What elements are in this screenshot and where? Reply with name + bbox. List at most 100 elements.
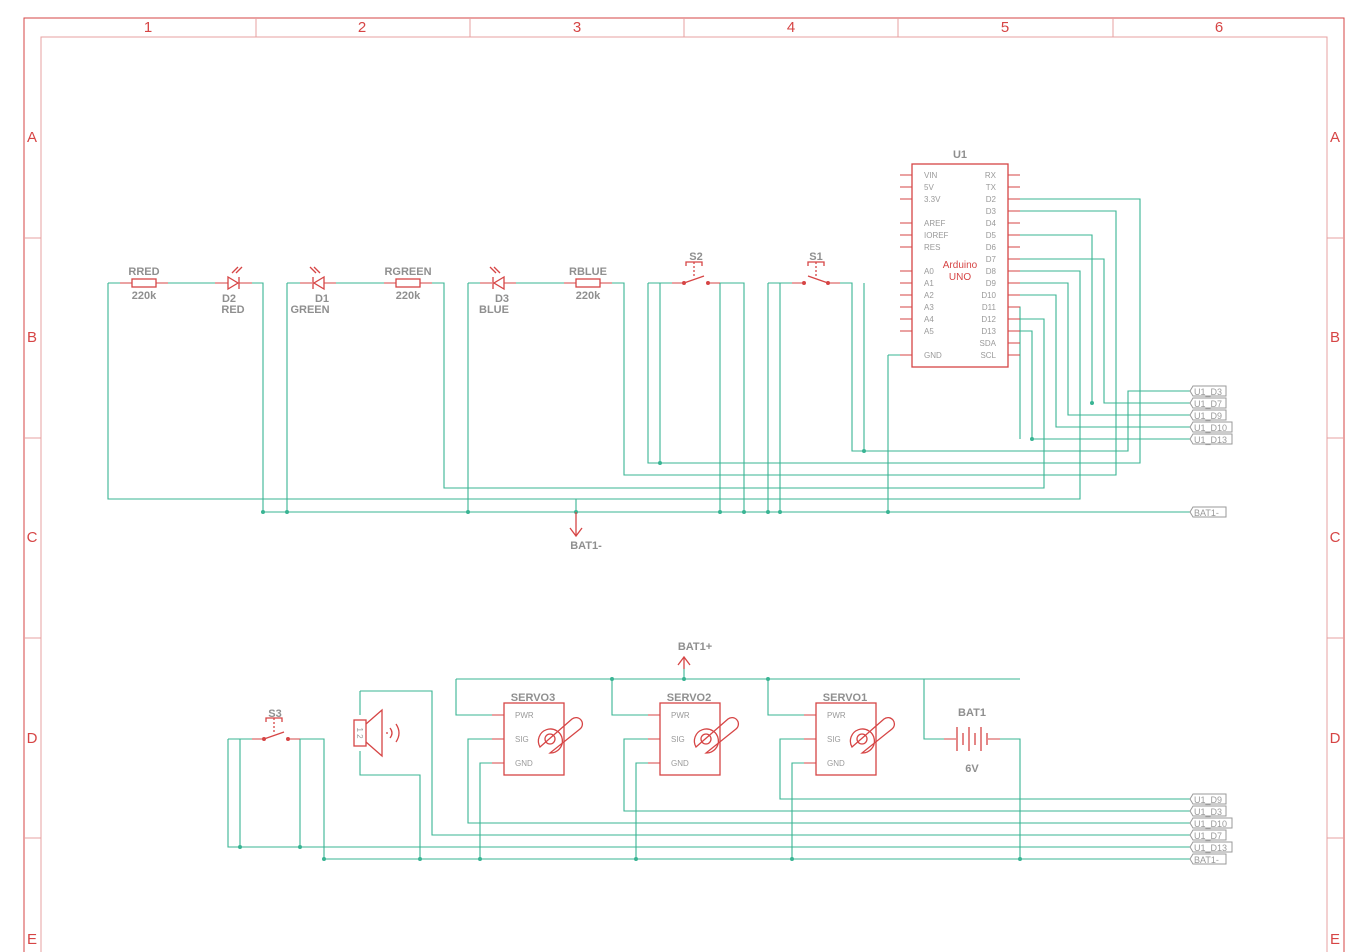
column-marker: 6 [1215,19,1223,36]
net-label: U1_D9 [1194,795,1222,805]
servo-pin-label: GND [671,759,689,768]
column-marker: 4 [787,19,795,36]
servo-name: SERVO2 [667,692,711,704]
arduino-right-pins: RX TX D2 D3 D4 D5 D6 D7 D8 D9 D10 D11 D1… [980,171,1020,360]
pin-label: A3 [924,303,934,312]
pin-label: D12 [981,315,996,324]
arduino-title: Arduino [943,260,978,271]
led-d2: D2 RED [215,266,252,316]
servo-pin-label: PWR [827,711,846,720]
row-marker: C [1330,529,1341,546]
pin-label: SDA [980,339,997,348]
servo-pin-label: GND [515,759,533,768]
pin-label: AREF [924,219,945,228]
resistor-value: 220k [576,290,601,302]
net-label: U1_D13 [1194,843,1227,853]
net-label: U1_D3 [1194,387,1222,397]
net-labels-bottom: U1_D9 U1_D3 U1_D10 U1_D7 U1_D13 BAT1- [1189,793,1233,865]
servo-pin-label: SIG [515,735,529,744]
battery-value: 6V [965,763,979,775]
pin-label: 5V [924,183,934,192]
battery-name: BAT1 [958,707,986,719]
row-marker: C [27,529,38,546]
pin-label: SCL [980,351,996,360]
arduino-uno-u1: U1 Arduino UNO VIN 5V 3.3V AREF IOREF RE… [900,149,1020,368]
column-marker: 2 [358,19,366,36]
top-junctions [261,401,1094,514]
net-label: U1_D13 [1194,435,1227,445]
column-markers: 1 2 3 4 5 6 [144,19,1223,36]
servo-name: SERVO1 [823,692,867,704]
net-label: BAT1- [1194,855,1219,865]
ground-supply-symbol: BAT1- [569,512,602,552]
row-marker: D [1330,730,1341,747]
switch-s2: S2 [672,251,720,285]
led-name: D2 [222,293,236,305]
row-marker: E [1330,931,1340,948]
resistor-name: RGREEN [384,266,431,278]
speaker: 1 2 [353,708,400,758]
pin-label: VIN [924,171,938,180]
servo-pin-label: PWR [671,711,690,720]
column-marker: 3 [573,19,581,36]
arduino-subtitle: UNO [949,272,971,283]
resistor-rblue: RBLUE 220k [564,266,612,302]
servo-name: SERVO3 [511,692,555,704]
led-name: D1 [315,293,329,305]
switch-name: S3 [268,708,281,720]
row-markers: A B C D E A B C D E [27,129,1341,948]
pin-label: GND [924,351,942,360]
servo-2: SERVO2 PWR SIG GND [648,692,740,776]
row-marker: E [27,931,37,948]
vcc-label: BAT1+ [678,641,712,653]
drawing-frame [23,17,1345,952]
pin-label: A2 [924,291,934,300]
vcc-supply-symbol: BAT1+ [677,641,712,669]
resistor-rgreen: RGREEN 220k [384,266,432,302]
pin-label: A4 [924,315,934,324]
speaker-pins: 1 2 [355,727,364,739]
pin-label: D13 [981,327,996,336]
pin-label: 3.3V [924,195,941,204]
servo-pin-label: GND [827,759,845,768]
resistor-rred: RRED 220k [120,266,168,302]
row-marker: A [1330,129,1340,146]
pin-label: D8 [986,267,997,276]
pin-label: D3 [986,207,997,216]
pin-label: D9 [986,279,997,288]
row-marker: A [27,129,37,146]
top-wires [107,198,1190,513]
resistor-name: RRED [128,266,159,278]
pin-label: TX [986,183,997,192]
led-d1: D1 GREEN [290,266,336,316]
servo-pin-label: PWR [515,711,534,720]
servo-pin-label: SIG [827,735,841,744]
led-value: RED [221,304,244,316]
row-marker: B [27,329,37,346]
row-marker: B [1330,329,1340,346]
pin-label: D7 [986,255,997,264]
pin-label: D6 [986,243,997,252]
resistor-name: RBLUE [569,266,607,278]
column-marker: 1 [144,19,152,36]
led-d3: D3 BLUE [479,266,516,316]
pin-label: RX [985,171,997,180]
switch-name: S2 [689,251,702,263]
led-name: D3 [495,293,509,305]
ground-label: BAT1- [570,540,602,552]
battery-bat1: BAT1 6V [944,707,1000,775]
net-label: U1_D10 [1194,423,1227,433]
switch-s3: S3 [252,708,300,741]
pin-label: D4 [986,219,997,228]
arduino-name: U1 [953,149,967,161]
pin-label: D10 [981,291,996,300]
pin-label: D2 [986,195,997,204]
net-label: U1_D9 [1194,411,1222,421]
resistor-value: 220k [132,290,157,302]
servo-3: SERVO3 PWR SIG GND [492,692,584,776]
servo-1: SERVO1 PWR SIG GND [804,692,896,776]
switch-s1: S1 [792,251,840,285]
resistor-value: 220k [396,290,421,302]
pin-label: A0 [924,267,934,276]
bottom-junctions [238,677,1022,861]
